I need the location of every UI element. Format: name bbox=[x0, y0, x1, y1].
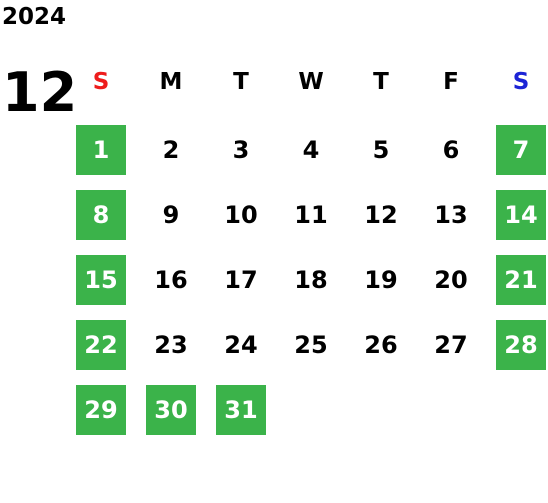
calendar-day: 13 bbox=[434, 201, 468, 229]
weekday-label: W bbox=[298, 69, 324, 95]
calendar-year: 2024 bbox=[2, 4, 67, 30]
weekday-label: M bbox=[159, 69, 183, 95]
calendar-day: 27 bbox=[434, 331, 468, 359]
calendar-day: 20 bbox=[434, 266, 468, 294]
calendar-day-holiday: 29 bbox=[76, 385, 126, 435]
calendar-day: 9 bbox=[162, 201, 180, 229]
weekday-label: F bbox=[443, 69, 459, 95]
calendar-day: 12 bbox=[364, 201, 398, 229]
calendar-day-holiday: 1 bbox=[76, 125, 126, 175]
calendar-day-holiday: 31 bbox=[216, 385, 266, 435]
weekday-label: S bbox=[512, 69, 530, 95]
weekday-label: T bbox=[233, 69, 249, 95]
calendar-day-holiday: 30 bbox=[146, 385, 196, 435]
calendar-day: 2 bbox=[162, 136, 180, 164]
calendar-day: 23 bbox=[154, 331, 188, 359]
calendar-day-holiday: 7 bbox=[496, 125, 546, 175]
calendar-day: 5 bbox=[372, 136, 390, 164]
weekday-label: S bbox=[92, 69, 110, 95]
calendar-day-holiday: 21 bbox=[496, 255, 546, 305]
calendar-day-holiday: 28 bbox=[496, 320, 546, 370]
calendar-month: 12 bbox=[2, 61, 78, 124]
calendar-day: 17 bbox=[224, 266, 258, 294]
calendar-day: 19 bbox=[364, 266, 398, 294]
calendar-day: 3 bbox=[232, 136, 250, 164]
calendar-day-holiday: 8 bbox=[76, 190, 126, 240]
calendar-day: 18 bbox=[294, 266, 328, 294]
calendar-day: 4 bbox=[302, 136, 320, 164]
calendar-day: 10 bbox=[224, 201, 258, 229]
calendar-day: 16 bbox=[154, 266, 188, 294]
calendar-day: 6 bbox=[442, 136, 460, 164]
calendar-day: 11 bbox=[294, 201, 328, 229]
weekday-label: T bbox=[373, 69, 389, 95]
calendar-day: 24 bbox=[224, 331, 258, 359]
calendar-day: 26 bbox=[364, 331, 398, 359]
calendar-day-holiday: 15 bbox=[76, 255, 126, 305]
calendar-day-holiday: 14 bbox=[496, 190, 546, 240]
calendar-day-holiday: 22 bbox=[76, 320, 126, 370]
calendar-day: 25 bbox=[294, 331, 328, 359]
